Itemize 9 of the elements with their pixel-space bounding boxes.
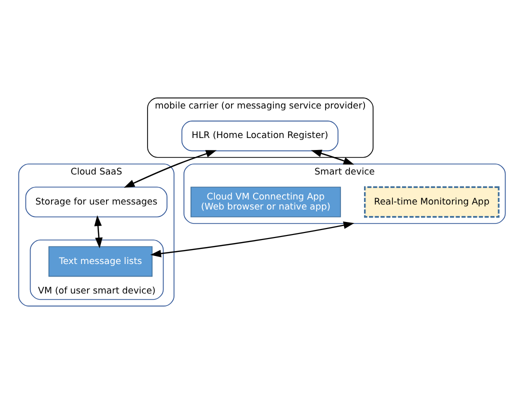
node-box: Cloud VM Connecting App (Web browser or native app) <box>190 186 341 217</box>
arrow <box>124 150 217 188</box>
arrow <box>310 149 354 164</box>
node-box: Storage for user messages <box>25 186 168 217</box>
arrow <box>150 221 354 257</box>
arrow <box>94 214 103 248</box>
node-box: Text message lists <box>48 246 153 276</box>
node-box: Real-time Monitoring App <box>364 186 500 218</box>
node-box: HLR (Home Location Register) <box>181 120 338 151</box>
